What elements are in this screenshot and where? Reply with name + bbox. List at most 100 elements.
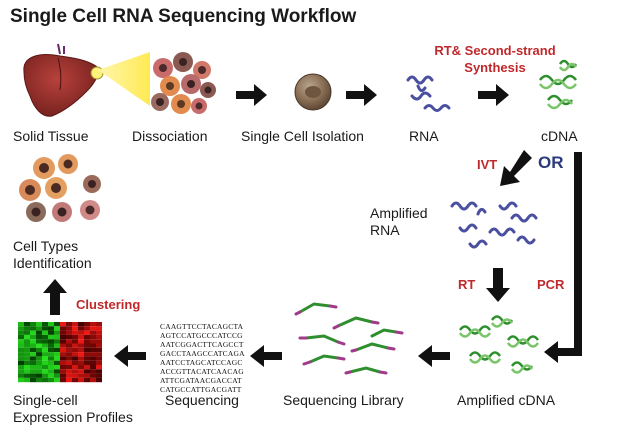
heatmap-cell [30,339,36,344]
heatmap-cell [24,330,30,335]
heatmap-cell [60,322,66,327]
heatmap-cell [42,326,48,331]
label-cell-types-line1: Cell Types [13,238,79,254]
heatmap-cell [54,373,60,378]
label-cell-types: Cell Types Identification [13,238,92,272]
heatmap-cell [84,365,90,370]
heatmap-cell [96,322,102,327]
heatmap-cell [30,373,36,378]
heatmap-cell [84,377,90,383]
heatmap-cell [84,352,90,357]
heatmap-cell [72,377,78,383]
heatmap-cell [72,334,78,340]
label-dissociation: Dissociation [132,128,208,144]
heatmap-cell [60,360,66,365]
single-cell-icon [294,73,332,111]
heatmap-cell [48,326,54,331]
heatmap-cell [78,322,84,327]
heatmap-cell [42,322,48,327]
heatmap-cell [66,365,72,370]
arrow-clustering-up [43,279,67,315]
heatmap-cell [48,339,54,344]
heatmap-cell [60,330,66,335]
heatmap-cell [24,369,30,374]
heatmap-cell [48,377,54,383]
heatmap-cell [78,373,84,378]
heatmap-cell [30,343,36,348]
heatmap-cell [66,377,72,383]
arrow-library-to-sequencing [250,345,282,367]
heatmap-cell [30,352,36,357]
sequence-read-line: CATGCCATTGACGATT [160,385,242,394]
heatmap-cell [36,330,42,335]
heatmap-cell [42,369,48,374]
heatmap-cell [66,330,72,335]
heatmap-cell [30,326,36,331]
heatmap-cell [72,352,78,357]
heatmap-cell [60,377,66,383]
heatmap-cell [18,322,24,327]
heatmap-cell [36,373,42,378]
heatmap-cell [30,369,36,374]
heatmap-cell [36,377,42,383]
heatmap-cell [66,339,72,344]
label-amplified-rna: Amplified RNA [370,205,428,239]
label-single-cell-isolation: Single Cell Isolation [241,128,364,144]
sequence-read-line: ACCGTTACATCAACAG [160,367,244,376]
heatmap-cell [96,326,102,331]
heatmap-cell [84,373,90,378]
heatmap-cell [54,326,60,331]
heatmap-cell [36,356,42,361]
heatmap-cell [60,334,66,340]
dissociated-cells-icon [151,52,216,114]
heatmap-cell [72,347,78,353]
heatmap-cell [78,334,84,340]
heatmap-cell [54,365,60,370]
heatmap-cell [60,373,66,378]
heatmap-cell [60,369,66,374]
diagram-title: Single Cell RNA Sequencing Workflow [10,6,357,27]
label-rt-second-strand: RT& Second-strand Synthesis [430,42,560,76]
heatmap-cell [60,339,66,344]
heatmap-cell [30,322,36,327]
heatmap-cell [60,326,66,331]
heatmap-cell [90,356,96,361]
heatmap-cell [48,334,54,340]
heatmap-cell [96,356,102,361]
heatmap-cell [90,369,96,374]
heatmap-cell [84,347,90,353]
heatmap-cell [60,343,66,348]
heatmap-cell [24,334,30,340]
heatmap-cell [30,330,36,335]
label-solid-tissue: Solid Tissue [13,128,89,144]
label-expression-profiles-line2: Expression Profiles [13,409,133,425]
heatmap-cell [90,339,96,344]
heatmap-cell [36,343,42,348]
heatmap-cell [24,322,30,327]
sequence-read-line: AGTCCATGCCCATCCG [160,331,243,340]
heatmap-cell [24,360,30,365]
label-clustering: Clustering [76,297,141,312]
heatmap-cell [96,330,102,335]
heatmap-cell [18,365,24,370]
heatmap-cell [24,377,30,383]
heatmap-cell [42,352,48,357]
heatmap-cell [36,365,42,370]
heatmap-cell [48,347,54,353]
label-expression-profiles-line1: Single-cell [13,392,78,408]
heatmap-cell [24,343,30,348]
heatmap-cell [78,330,84,335]
heatmap-cell [96,373,102,378]
heatmap-cell [24,373,30,378]
heatmap-cell [78,347,84,353]
heatmap-cell [30,334,36,340]
expression-heatmap-icon [18,322,102,383]
heatmap-cell [66,343,72,348]
heatmap-cell [66,360,72,365]
label-cell-types-line2: Identification [13,255,92,271]
heatmap-cell [72,360,78,365]
amplified-cdna-icon [458,315,540,374]
heatmap-cell [84,326,90,331]
label-amplified-cdna: Amplified cDNA [457,392,556,408]
heatmap-cell [90,360,96,365]
